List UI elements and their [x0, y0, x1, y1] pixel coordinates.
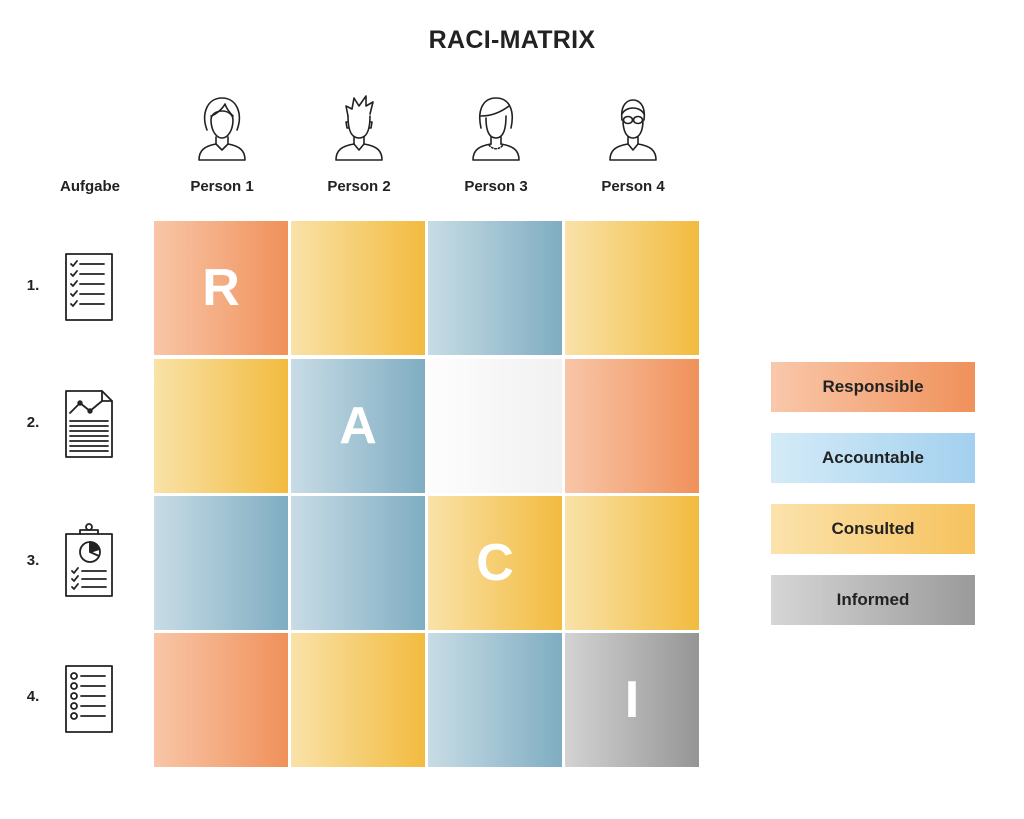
matrix-cell-r2-c1 [154, 359, 288, 493]
matrix-cell-r4-c1 [154, 633, 288, 767]
person-1-header: Person 1 [190, 178, 254, 195]
line-chart-document-icon [60, 387, 120, 463]
matrix-cell-r3-c3: C [428, 496, 562, 630]
matrix-cell-r4-c4: I [565, 633, 699, 767]
checklist-document-icon [60, 250, 120, 326]
man-spiky-hair-avatar-icon [324, 92, 394, 164]
page-title: RACI-MATRIX [428, 26, 596, 54]
task-column-header: Aufgabe [60, 178, 120, 195]
task-4-number: 4. [26, 688, 40, 705]
matrix-cell-r1-c3 [428, 221, 562, 355]
task-3-number: 3. [26, 552, 40, 569]
person-3-header: Person 3 [464, 178, 528, 195]
matrix-cell-r4-c2 [291, 633, 425, 767]
bullet-list-document-icon [60, 662, 120, 738]
man-glasses-avatar-icon [598, 92, 668, 164]
matrix-cell-r1-c4 [565, 221, 699, 355]
matrix-cell-r2-c4 [565, 359, 699, 493]
clipboard-pie-chart-icon [60, 522, 120, 598]
matrix-cell-r1-c1: R [154, 221, 288, 355]
matrix-cell-r2-c2: A [291, 359, 425, 493]
legend-informed: Informed [771, 575, 975, 625]
task-2-number: 2. [26, 414, 40, 431]
legend-consulted: Consulted [771, 504, 975, 554]
legend-responsible: Responsible [771, 362, 975, 412]
matrix-cell-r3-c1 [154, 496, 288, 630]
person-4-header: Person 4 [601, 178, 665, 195]
matrix-cell-r2-c3 [428, 359, 562, 493]
matrix-cell-r1-c2 [291, 221, 425, 355]
matrix-cell-r3-c4 [565, 496, 699, 630]
task-1-number: 1. [26, 277, 40, 294]
person-2-header: Person 2 [327, 178, 391, 195]
matrix-cell-r4-c3 [428, 633, 562, 767]
woman-necklace-avatar-icon [461, 92, 531, 164]
matrix-cell-r3-c2 [291, 496, 425, 630]
legend-accountable: Accountable [771, 433, 975, 483]
woman-avatar-icon [187, 92, 257, 164]
